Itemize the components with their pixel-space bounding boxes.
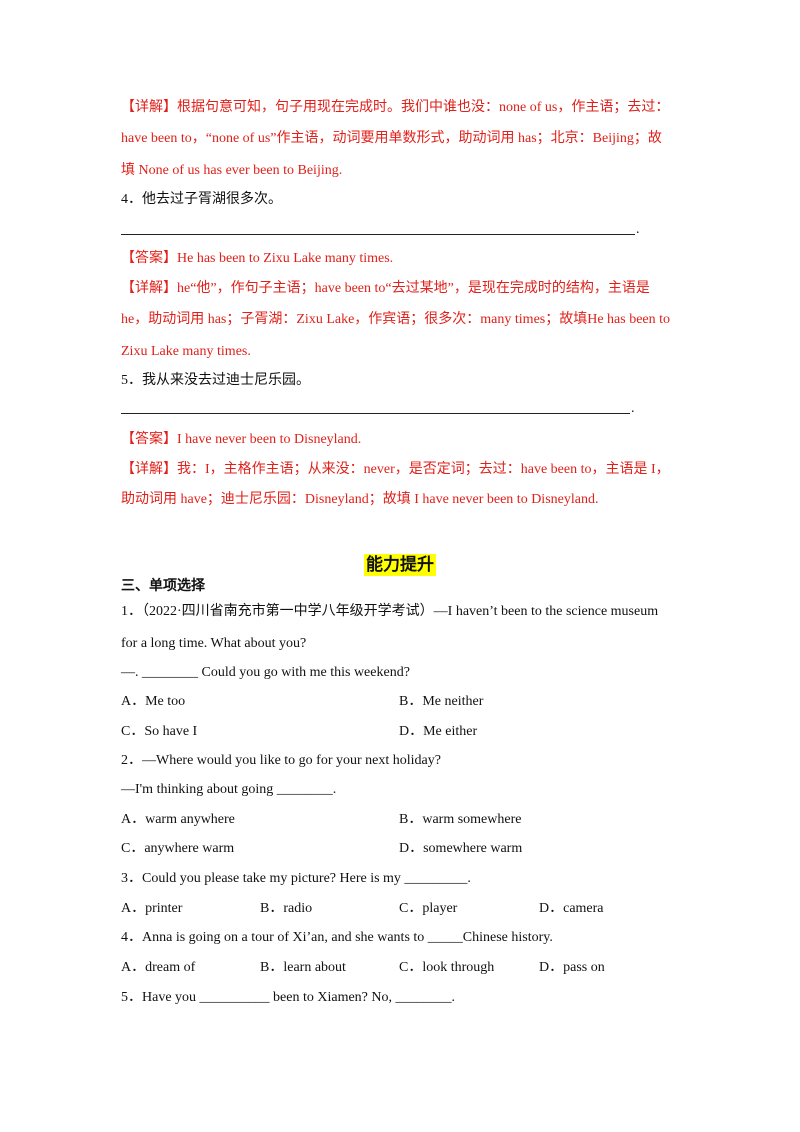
q4-detail-line-3: Zixu Lake many times. [121, 344, 251, 359]
q5-answer: 【答案】I have never been to Disneyland. [121, 432, 362, 447]
mc-q1-line-1: 1．（2022·四川省南充市第一中学八年级开学考试）—I haven’t bee… [121, 604, 659, 619]
mc-q4-option-c: C．look through [399, 960, 495, 975]
section-heading: 三、单项选择 [121, 578, 205, 594]
mc-q2-line-2: —I'm thinking about going ________. [121, 782, 337, 797]
mc-q4-line-1: 4．Anna is going on a tour of Xi’an, and … [121, 930, 553, 945]
mc-q4-option-b: B．learn about [260, 960, 346, 975]
q4-answer-blank [121, 234, 635, 235]
mc-q3-option-c: C．player [399, 901, 458, 916]
mc-q1-option-b: B．Me neither [399, 694, 484, 709]
q5-detail-line-1: 【详解】我：I，主格作主语；从来没：never，是否定词；去过：have bee… [121, 462, 670, 477]
q5-answer-blank [121, 413, 630, 414]
mc-q3-option-d: D．camera [539, 901, 604, 916]
mc-q2-option-b: B．warm somewhere [399, 812, 522, 827]
mc-q2-option-d: D．somewhere warm [399, 841, 523, 856]
q3-detail-line-3: 填 None of us has ever been to Beijing. [121, 163, 343, 178]
mc-q4-option-d: D．pass on [539, 960, 605, 975]
mc-q3-option-b: B．radio [260, 901, 313, 916]
q4-blank-period: . [636, 222, 640, 237]
q5-blank-period: . [631, 401, 635, 416]
mc-q2-option-c: C．anywhere warm [121, 841, 235, 856]
mc-q1-option-c: C．So have I [121, 724, 198, 739]
q4-detail-line-2: he，助动词用 has；子胥湖：Zixu Lake，作宾语；很多次：many t… [121, 312, 671, 327]
mc-q1-option-a: A．Me too [121, 694, 186, 709]
mc-q5-line-1: 5．Have you __________ been to Xiamen? No… [121, 990, 455, 1005]
q5-detail-line-2: 助动词用 have；迪士尼乐园：Disneyland；故填 I have nev… [121, 492, 599, 507]
mc-q4-option-a: A．dream of [121, 960, 196, 975]
mc-q2-line-1: 2．—Where would you like to go for your n… [121, 753, 441, 768]
mc-q1-line-3: —. ________ Could you go with me this we… [121, 665, 410, 680]
q4-answer: 【答案】He has been to Zixu Lake many times. [121, 251, 394, 266]
q5-prompt: 5．我从来没去过迪士尼乐园。 [121, 373, 310, 388]
mc-q3-line-1: 3．Could you please take my picture? Here… [121, 871, 471, 886]
mc-q2-option-a: A．warm anywhere [121, 812, 235, 827]
section-title: 能力提升 [364, 554, 436, 576]
q3-detail-line-2: have been to，“none of us”作主语，动词要用单数形式，助动… [121, 131, 662, 146]
q3-detail-line-1: 【详解】根据句意可知，句子用现在完成时。我们中谁也没：none of us，作主… [121, 100, 670, 115]
mc-q1-option-d: D．Me either [399, 724, 478, 739]
q4-detail-line-1: 【详解】he“他”，作句子主语；have been to“去过某地”，是现在完成… [121, 281, 650, 296]
mc-q1-line-2: for a long time. What about you? [121, 636, 307, 651]
q4-prompt: 4．他去过子胥湖很多次。 [121, 192, 282, 207]
mc-q3-option-a: A．printer [121, 901, 183, 916]
